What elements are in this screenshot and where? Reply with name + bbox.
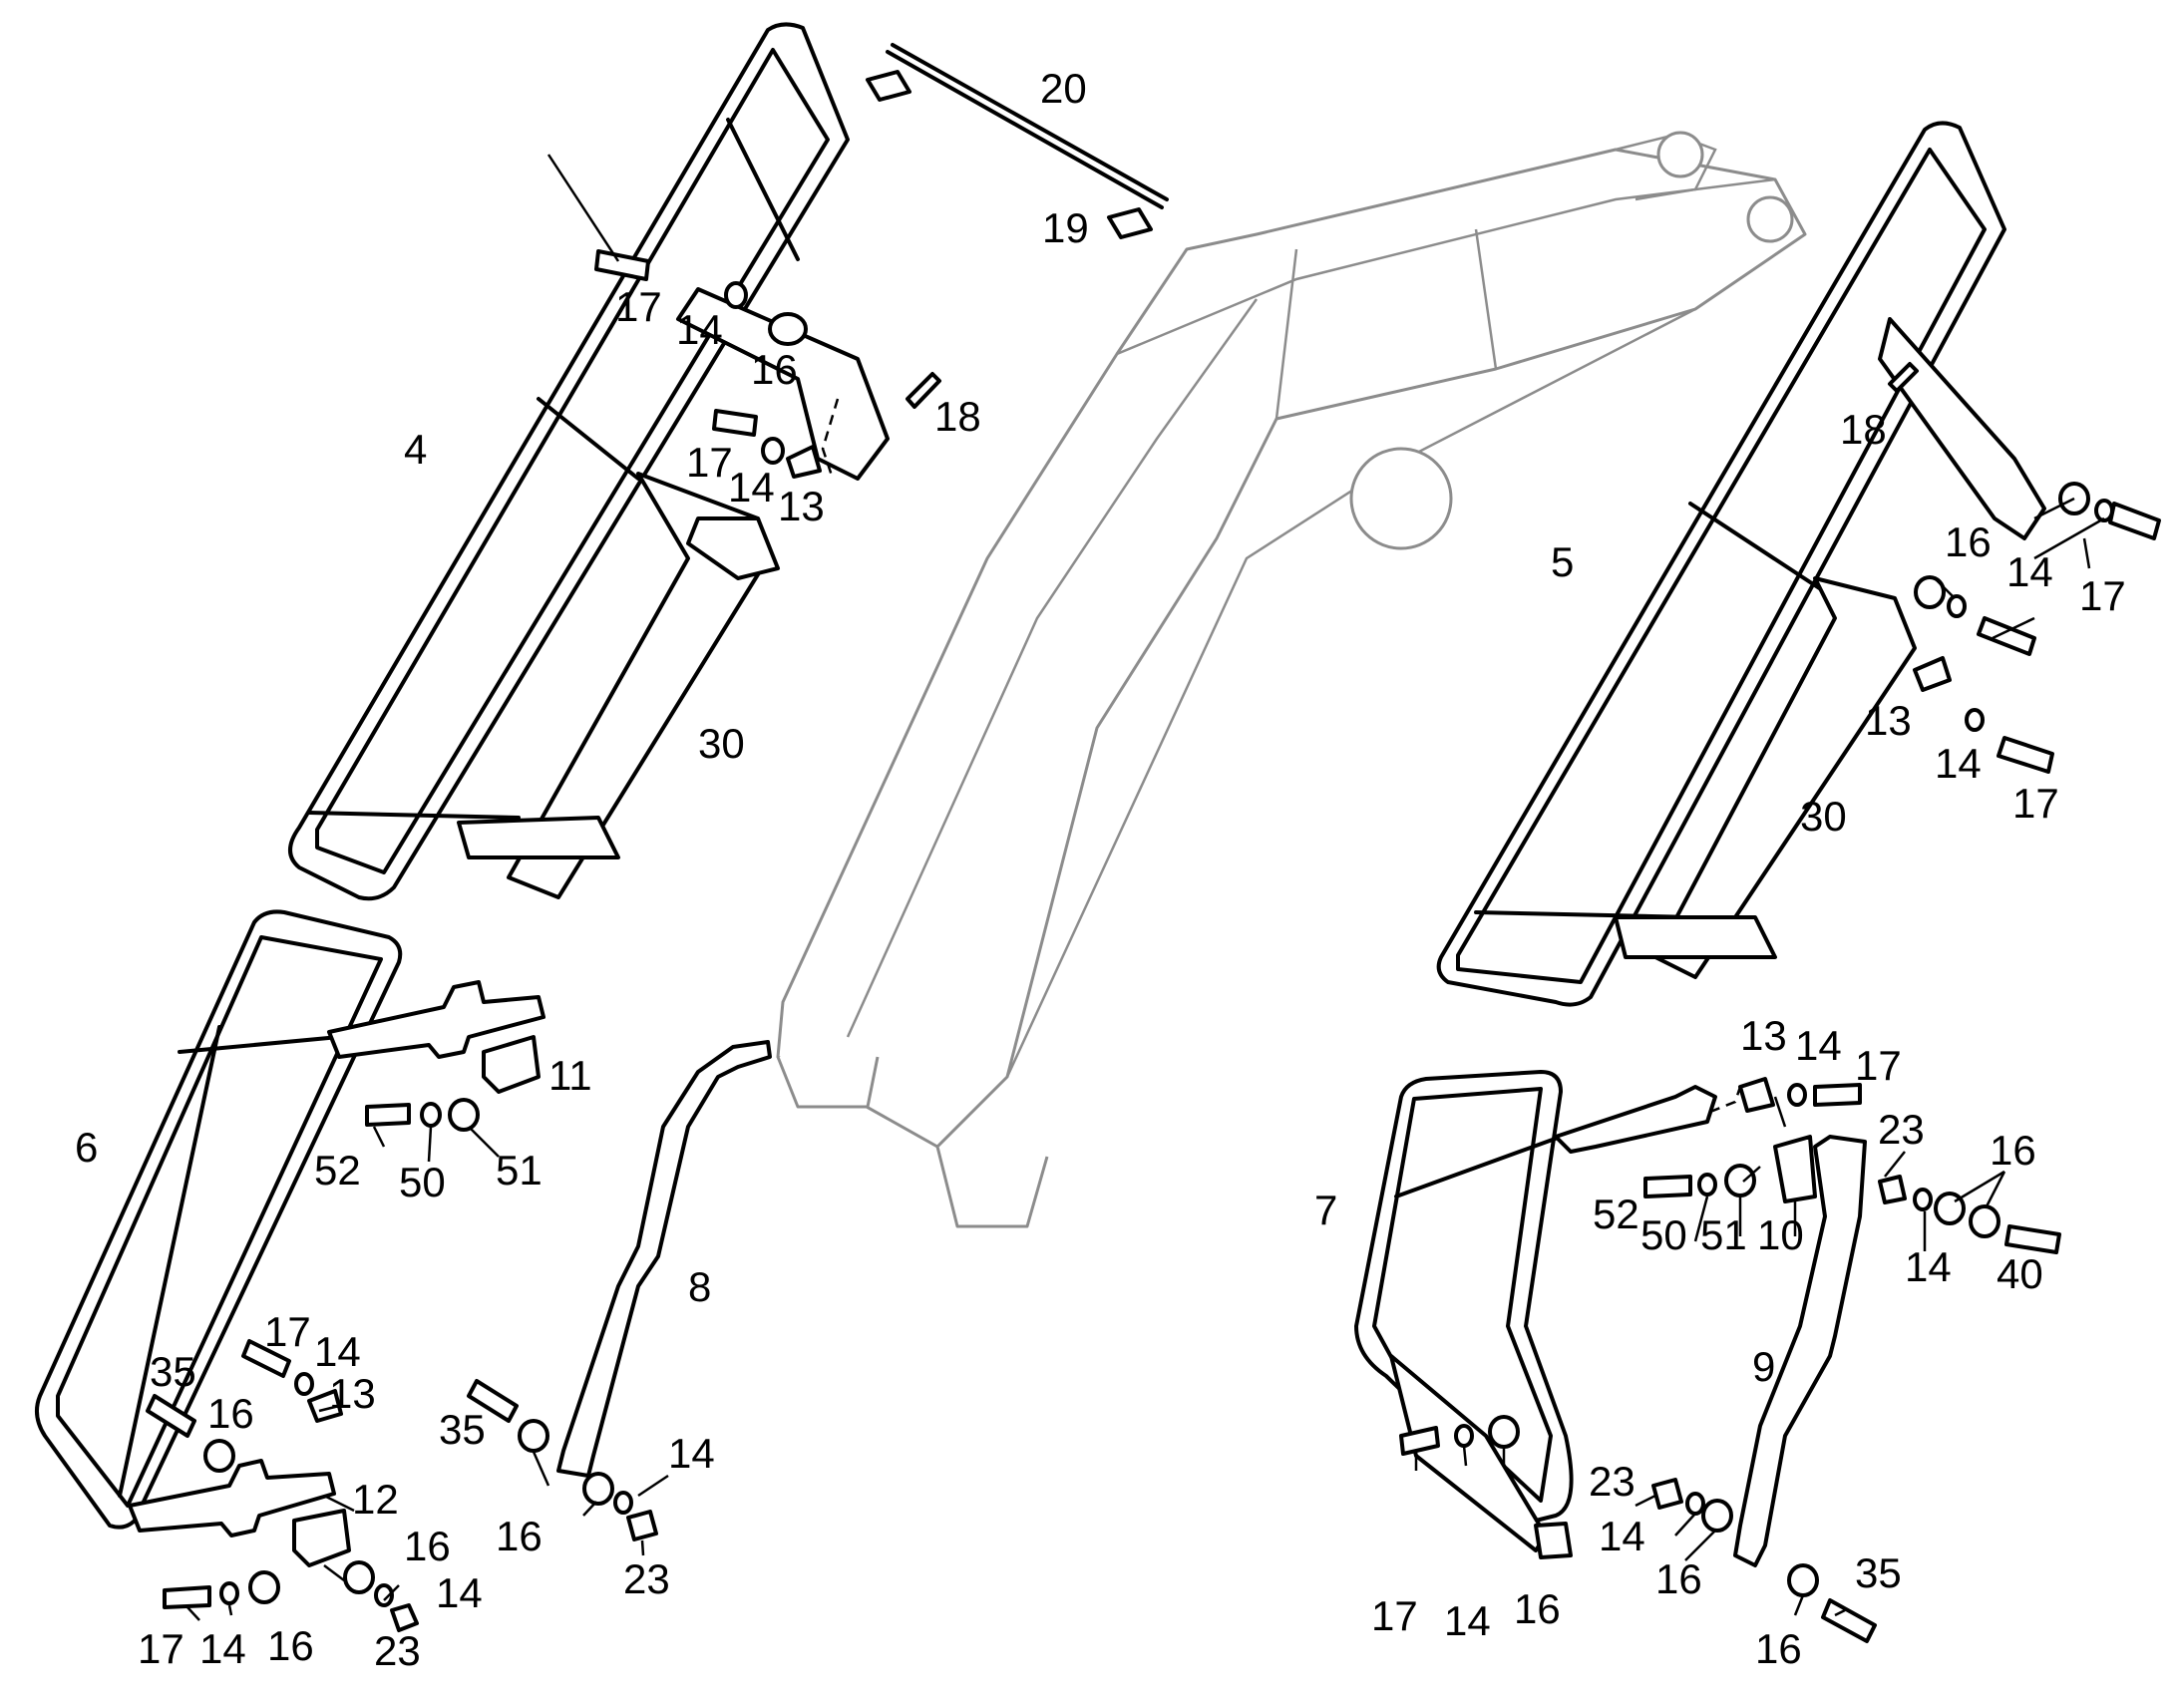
callout-23: 23 xyxy=(1589,1458,1635,1505)
callout-51: 51 xyxy=(496,1147,543,1194)
callout-35: 35 xyxy=(150,1348,196,1395)
callout-30: 30 xyxy=(1800,793,1847,840)
part-18-pin-left xyxy=(906,372,941,409)
part-6-handrail xyxy=(34,909,545,1567)
part-18-bracket xyxy=(676,287,890,481)
callout-16: 16 xyxy=(404,1523,451,1569)
part-20-tie-rod xyxy=(866,43,1169,239)
callout-9: 9 xyxy=(1752,1343,1775,1390)
callout-16: 16 xyxy=(1990,1127,2036,1174)
callout-35: 35 xyxy=(439,1406,486,1453)
part-11-plate xyxy=(327,980,545,1059)
fasteners-lower-left xyxy=(146,1098,480,1632)
callout-14: 14 xyxy=(436,1569,483,1616)
callout-labels: 20 19 17 14 16 18 17 14 13 4 30 18 5 16 … xyxy=(75,65,2126,1674)
fasteners-part-8 xyxy=(467,1379,658,1541)
callout-16: 16 xyxy=(1755,1625,1802,1672)
callout-14: 14 xyxy=(1935,740,1982,787)
callout-14: 14 xyxy=(728,464,775,511)
part-7-handrail xyxy=(1354,1070,1742,1559)
callout-16: 16 xyxy=(496,1513,543,1559)
callout-14: 14 xyxy=(1599,1513,1645,1559)
boom-assembly xyxy=(776,131,1807,1228)
callout-14: 14 xyxy=(668,1430,715,1477)
fasteners-lower-right xyxy=(1399,1077,2061,1456)
callout-10: 10 xyxy=(1757,1211,1804,1258)
callout-23: 23 xyxy=(1878,1106,1925,1153)
callout-17: 17 xyxy=(2012,780,2059,827)
callout-13: 13 xyxy=(1865,697,1912,744)
callout-14: 14 xyxy=(314,1328,361,1375)
callout-16: 16 xyxy=(207,1390,254,1437)
callout-17: 17 xyxy=(264,1308,311,1355)
callout-11: 11 xyxy=(548,1052,592,1099)
callout-13: 13 xyxy=(1740,1012,1787,1059)
callout-40: 40 xyxy=(1997,1250,2043,1297)
callout-52: 52 xyxy=(1593,1191,1639,1237)
callout-52: 52 xyxy=(314,1147,361,1194)
callout-23: 23 xyxy=(623,1555,670,1602)
callout-35: 35 xyxy=(1855,1549,1902,1596)
boom-pivot-boss xyxy=(1349,447,1453,550)
callout-50: 50 xyxy=(1640,1211,1687,1258)
part-11-bracket xyxy=(482,1035,541,1094)
callout-14: 14 xyxy=(1905,1243,1952,1290)
part-18-bracket-right xyxy=(1878,317,2046,540)
part-12-bracket xyxy=(292,1509,351,1567)
callout-16: 16 xyxy=(751,346,798,393)
part-12-plate xyxy=(128,1459,336,1537)
callout-8: 8 xyxy=(688,1263,711,1310)
callout-18: 18 xyxy=(1840,406,1887,453)
callout-51: 51 xyxy=(1700,1211,1747,1258)
callout-14: 14 xyxy=(2006,548,2053,595)
callout-16: 16 xyxy=(267,1622,314,1669)
part-30-upright-right xyxy=(1653,576,1917,979)
callout-16: 16 xyxy=(1945,518,1992,565)
callout-16: 16 xyxy=(1514,1585,1561,1632)
part-4-handrail xyxy=(288,22,941,901)
callout-50: 50 xyxy=(399,1159,446,1205)
callout-4: 4 xyxy=(404,426,427,473)
fasteners-upper-left xyxy=(594,249,840,480)
part-7-arm xyxy=(1554,1085,1717,1154)
clip-nut-upper xyxy=(866,70,911,102)
callout-17: 17 xyxy=(615,283,662,330)
bolt-17a xyxy=(594,249,650,281)
callout-17: 17 xyxy=(2079,572,2126,619)
callout-30: 30 xyxy=(698,720,745,767)
part-10-bracket xyxy=(1773,1135,1817,1203)
callout-16: 16 xyxy=(1655,1555,1702,1602)
fasteners-part-9 xyxy=(1651,1478,1877,1643)
fasteners-upper-right xyxy=(1913,482,2161,774)
callout-17: 17 xyxy=(686,439,733,486)
callout-23: 23 xyxy=(374,1627,421,1674)
callout-6: 6 xyxy=(75,1124,98,1171)
part-5-handrail xyxy=(1436,121,2046,1007)
part-19-clip-nut xyxy=(1107,207,1153,239)
callout-17: 17 xyxy=(1371,1592,1418,1639)
callout-13: 13 xyxy=(329,1370,376,1417)
callout-7: 7 xyxy=(1314,1187,1337,1233)
leader-lines xyxy=(186,154,2105,1621)
part-9-strap xyxy=(1733,1135,1867,1567)
callout-5: 5 xyxy=(1551,538,1574,585)
part-8-strap xyxy=(556,1040,772,1478)
callout-19: 19 xyxy=(1042,204,1089,251)
callout-17: 17 xyxy=(1855,1042,1902,1089)
callout-13: 13 xyxy=(778,483,825,529)
callout-17: 17 xyxy=(138,1625,184,1672)
callout-20: 20 xyxy=(1040,65,1087,112)
callout-14: 14 xyxy=(1795,1022,1842,1069)
callout-14: 14 xyxy=(199,1625,246,1672)
callout-14: 14 xyxy=(1444,1597,1491,1644)
callout-18: 18 xyxy=(934,393,981,440)
callout-14: 14 xyxy=(676,306,723,353)
callout-12: 12 xyxy=(352,1476,399,1523)
